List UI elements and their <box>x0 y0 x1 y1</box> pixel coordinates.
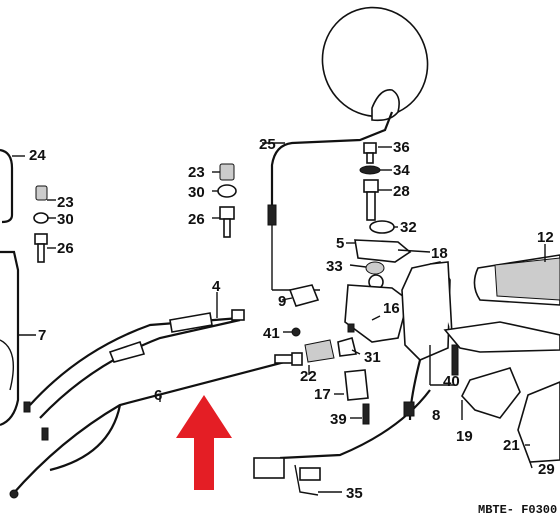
center-small-parts <box>212 163 237 238</box>
callout-12: 12 <box>537 229 554 246</box>
right-switch-housing <box>401 261 459 386</box>
callout-29: 29 <box>538 461 555 478</box>
callout-34: 34 <box>393 162 410 179</box>
mirror-assembly <box>262 6 429 291</box>
callout-39: 39 <box>330 411 347 428</box>
diagram-code: MBTE- F0300 <box>478 503 557 517</box>
callout-23-center: 23 <box>188 164 205 181</box>
lever-parts <box>443 321 560 469</box>
callout-41: 41 <box>263 325 280 342</box>
callout-7: 7 <box>38 327 46 344</box>
mirror-stem-parts <box>359 142 398 234</box>
throttle-cables <box>23 292 245 441</box>
callout-30-center: 30 <box>188 184 205 201</box>
switch-wiring <box>253 359 431 496</box>
callout-18: 18 <box>431 245 448 262</box>
callout-17: 17 <box>314 386 331 403</box>
callout-31: 31 <box>364 349 381 366</box>
red-arrow-pointer <box>176 395 232 490</box>
callout-23-left: 23 <box>57 194 74 211</box>
callout-22: 22 <box>300 368 317 385</box>
callout-26-left: 26 <box>57 240 74 257</box>
callout-9: 9 <box>278 293 286 310</box>
callout-8: 8 <box>432 407 440 424</box>
callout-25: 25 <box>259 136 276 153</box>
callout-40: 40 <box>443 373 460 390</box>
callout-5: 5 <box>336 235 344 252</box>
callout-35: 35 <box>346 485 363 502</box>
callout-28: 28 <box>393 183 410 200</box>
callout-labels: 24 23 30 26 7 4 6 25 36 34 28 23 30 26 3… <box>29 136 557 517</box>
switch-housing-parts <box>281 239 431 343</box>
left-bracket-part <box>0 148 36 427</box>
callout-6: 6 <box>154 387 162 404</box>
callout-24-left: 24 <box>29 147 46 164</box>
clutch-perch-parts <box>304 337 370 425</box>
callout-30-left: 30 <box>57 211 74 228</box>
callout-32: 32 <box>400 219 417 236</box>
callout-19: 19 <box>456 428 473 445</box>
callout-21: 21 <box>503 437 520 454</box>
left-small-parts <box>33 185 56 263</box>
grip-part <box>473 244 560 306</box>
callout-4: 4 <box>212 278 221 295</box>
clutch-cable <box>9 352 303 499</box>
callout-26-center: 26 <box>188 211 205 228</box>
callout-33: 33 <box>326 258 343 275</box>
callout-16: 16 <box>383 300 400 317</box>
callout-36: 36 <box>393 139 410 156</box>
